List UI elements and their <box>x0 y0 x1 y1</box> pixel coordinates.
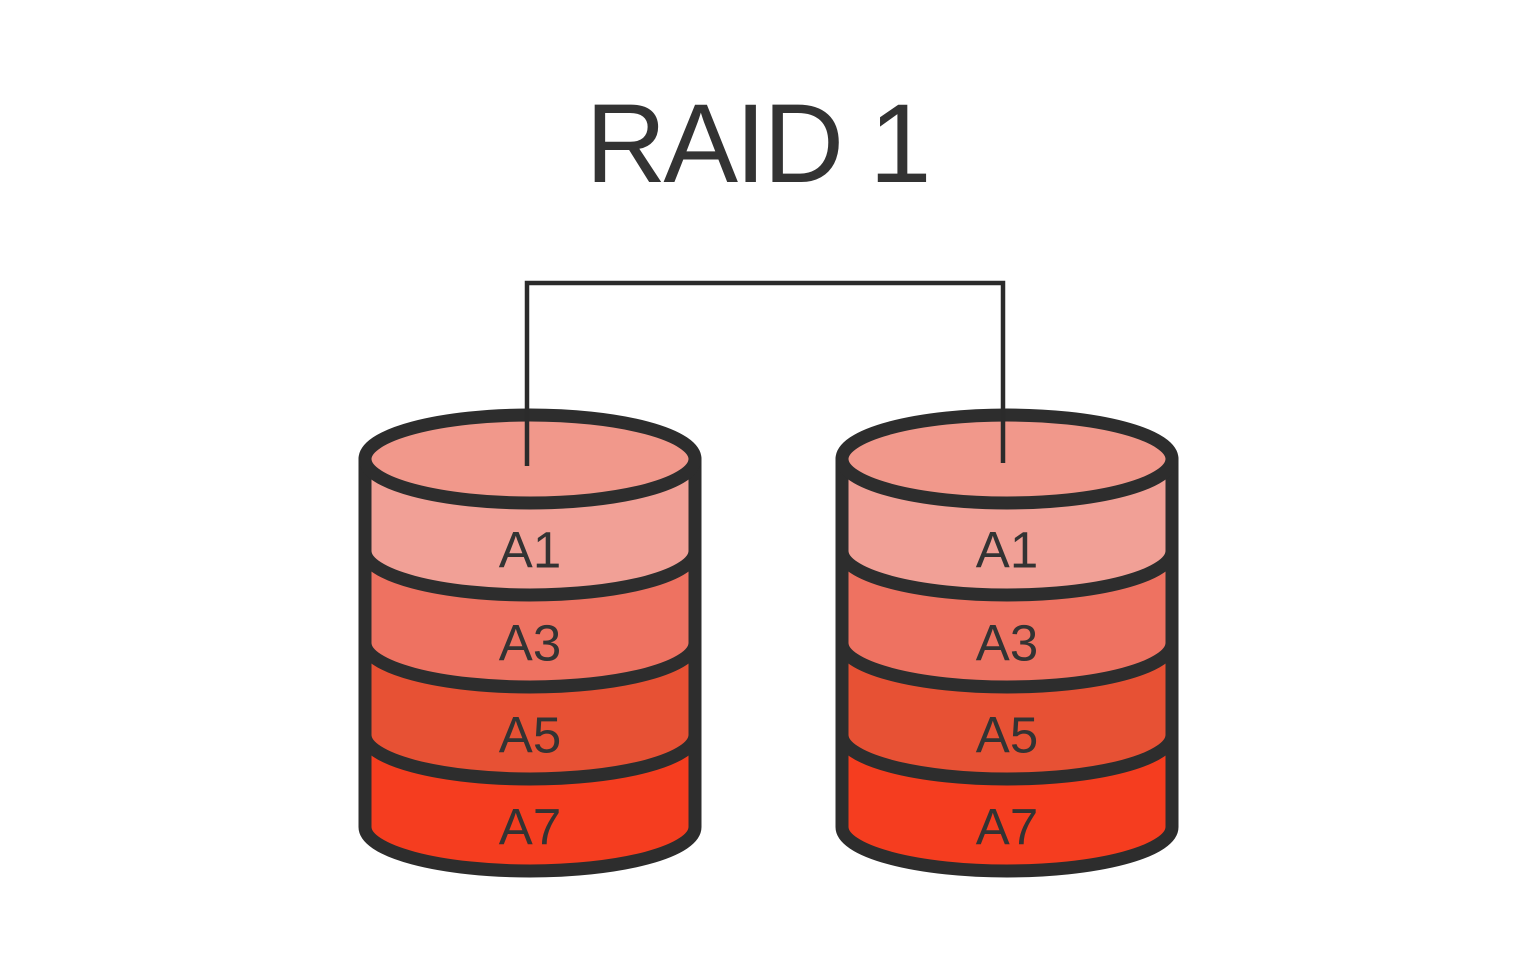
disk-right-block-a3-fill <box>842 551 1172 687</box>
disk-right-block-label-a3: A3 <box>975 614 1039 672</box>
disk-right <box>835 408 1179 878</box>
disk-left-block-a7-fill <box>365 735 695 871</box>
disk-left-block-label-a3: A3 <box>498 614 562 672</box>
disk-left-outline <box>358 452 702 878</box>
disk-right-outline <box>835 452 1179 878</box>
disk-left-separator-1 <box>358 544 702 602</box>
disk-right-top-face <box>842 415 1172 503</box>
disk-left-block-label-a1: A1 <box>498 521 562 579</box>
disk-right-block-a7-fill <box>842 735 1172 871</box>
disk-right-block-label-a7: A7 <box>975 798 1039 856</box>
diagram-title: RAID 1 <box>585 81 932 206</box>
disk-left-separator-3 <box>358 728 702 786</box>
disk-left-block-a3-fill <box>365 551 695 687</box>
disk-right-separator-2 <box>835 636 1179 694</box>
disk-right-block-label-a5: A5 <box>975 706 1039 764</box>
disk-left-top-rim <box>358 408 702 510</box>
disk-right-separator-3 <box>835 728 1179 786</box>
disk-left-block-label-a7: A7 <box>498 798 562 856</box>
disk-right-block-a5-fill <box>842 643 1172 779</box>
disk-right-block-a1-fill <box>842 459 1172 595</box>
disk-left-top-face <box>365 415 695 503</box>
disk-left-block-a5-fill <box>365 643 695 779</box>
mirror-connector-line <box>524 280 1006 466</box>
disk-left <box>358 408 702 878</box>
disk-right-block-label-a1: A1 <box>975 521 1039 579</box>
disk-left-block-label-a5: A5 <box>498 706 562 764</box>
disk-right-separator-1 <box>835 544 1179 602</box>
disk-right-top-rim <box>835 408 1179 510</box>
disk-left-separator-2 <box>358 636 702 694</box>
disk-left-block-a1-fill <box>365 459 695 595</box>
